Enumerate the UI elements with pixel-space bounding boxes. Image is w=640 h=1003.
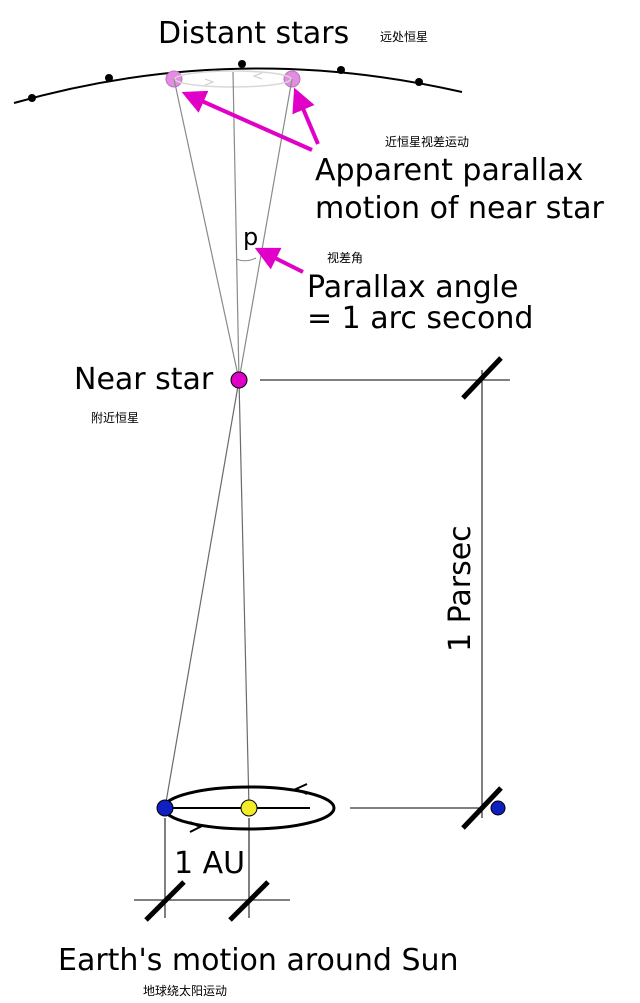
au-tick-right <box>228 880 270 922</box>
parsec-label: 1 Parsec <box>443 525 478 652</box>
au-label: 1 AU <box>174 846 245 881</box>
parallax-angle-cn-label: 视差角 <box>327 250 363 265</box>
apparent-motion-arrow <box>252 72 263 80</box>
earth <box>156 799 174 817</box>
pointer-arrow-right <box>292 87 320 145</box>
pointer-arrow-angle <box>254 247 304 274</box>
parallax-angle-arc <box>235 257 257 262</box>
orbit-arrow-top <box>293 783 308 795</box>
parallax-motion-label-line1: Apparent parallax <box>315 153 583 188</box>
parallax-angle-label-line2: = 1 arc second <box>307 301 533 336</box>
parallax-motion-label-line2: motion of near star <box>315 191 605 226</box>
apparent-motion-arrow <box>204 78 215 86</box>
parsec-end-dot <box>490 800 506 816</box>
parsec-tick-bottom <box>461 786 503 830</box>
earth-motion-cn-label: 地球绕太阳运动 <box>143 983 227 998</box>
parallax-motion-cn-label: 近恒星视差运动 <box>385 134 469 149</box>
au-tick-left <box>144 880 186 922</box>
sky-arc <box>13 67 463 104</box>
earth-to-star-line <box>164 379 240 809</box>
orbit-arrow-bottom <box>189 821 203 833</box>
sightline-right <box>238 78 293 381</box>
sightline-vertical <box>232 71 240 381</box>
distant-star <box>238 60 246 68</box>
earth-motion-label: Earth's motion around Sun <box>58 943 459 978</box>
parallax-angle-label-line1: Parallax angle <box>307 270 518 305</box>
near-star-label: Near star <box>74 362 214 397</box>
sun <box>240 799 258 817</box>
parsec-tick-top <box>461 356 503 400</box>
distant-star <box>105 74 113 82</box>
distant-star-dots <box>28 60 423 102</box>
distant-stars-cn-label: 远处恒星 <box>380 30 428 44</box>
sun-to-star-line <box>238 379 250 809</box>
near-star-cn-label: 附近恒星 <box>91 411 139 425</box>
pointer-arrow-left <box>181 90 313 152</box>
distant-stars-label: Distant stars <box>158 16 349 51</box>
sightline-left <box>173 78 240 381</box>
near-star <box>230 371 248 389</box>
p-angle-symbol: p <box>243 223 258 251</box>
distant-star <box>28 94 36 102</box>
distant-star <box>415 78 423 86</box>
distant-star <box>337 66 345 74</box>
